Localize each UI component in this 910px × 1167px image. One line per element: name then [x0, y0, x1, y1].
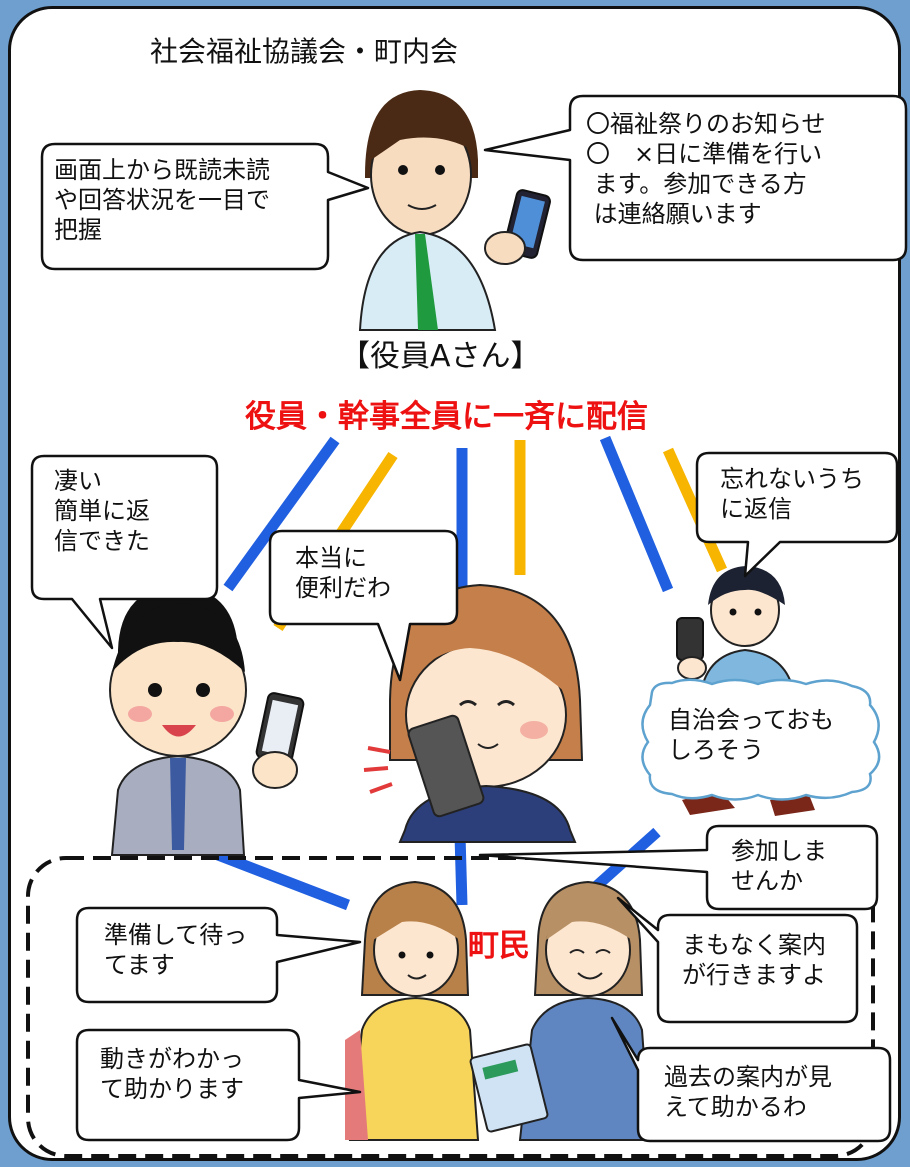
bubble-helpful-text: 動きがわかっ て助かります — [100, 1045, 244, 1103]
bubble-guide-coming-text: まもなく案内 が行きますよ — [682, 931, 826, 989]
blue-line-left — [223, 436, 340, 592]
bubble-interesting-shape — [641, 678, 881, 801]
bubble-announcement-text: 〇福祉祭りのお知らせ 〇 ×日に準備を行い ます。参加できる方 は連絡願います — [586, 110, 826, 228]
woman-tablet-figure — [363, 583, 584, 843]
residents-area — [26, 856, 875, 1158]
diagram-title: 社会福祉協議会・町内会 — [150, 35, 459, 68]
resident-woman-right — [469, 880, 652, 1141]
bubble-reply-soon-text: 忘れないうち に返信 — [720, 465, 864, 523]
bubble-reply-soon-shape — [695, 451, 899, 578]
bubble-status-text: 画面上から既読未読 や回答状況を一目で 把握 — [54, 156, 270, 244]
speech-bubble-shapes — [30, 94, 908, 1143]
residents-label: 町民 — [468, 928, 530, 964]
officer-figure — [358, 90, 551, 331]
bubble-easy-reply-shape — [30, 454, 219, 650]
bubble-join-us-shape — [478, 824, 879, 911]
businessman-figure — [109, 585, 305, 856]
blue-line-right — [599, 435, 674, 593]
blue-line-to-residents-center — [454, 834, 468, 906]
bubble-join-us-text: 参加しま せんか — [731, 837, 827, 895]
bubble-helpful-shape — [75, 1028, 362, 1142]
bubble-interesting-text: 自治会っておも しろそう — [668, 706, 835, 764]
resident-woman-left — [345, 880, 480, 1141]
bubble-past-guides-text: 過去の案内が見 えて助かるわ — [664, 1063, 832, 1121]
bubble-announcement-shape — [483, 94, 908, 262]
bubble-convenient-text: 本当に 便利だわ — [295, 544, 391, 602]
bubble-past-guides-shape — [610, 1016, 892, 1143]
bubble-status-shape — [40, 142, 370, 271]
bubble-waiting-text: 準備して待っ てます — [104, 921, 248, 979]
bubble-guide-coming-shape — [616, 896, 859, 1024]
bubble-convenient-shape — [268, 529, 459, 682]
bubble-waiting-shape — [75, 906, 362, 1004]
blue-line-to-residents-left — [216, 849, 350, 911]
bubble-easy-reply-text: 凄い 簡単に返 信できた — [54, 467, 150, 555]
yellow-line-right — [662, 447, 728, 573]
broadcast-label: 役員・幹事全員に一斉に配信 — [245, 399, 648, 435]
officer-a-label: 【役員Aさん】 — [340, 339, 541, 374]
